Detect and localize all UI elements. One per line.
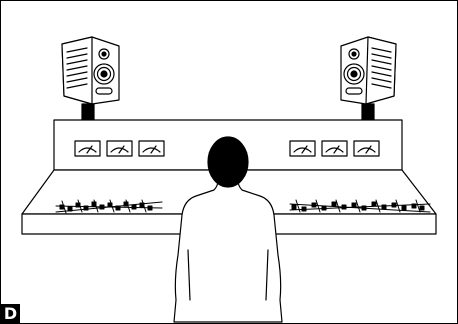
- left-vu-meters: [74, 140, 165, 157]
- right-port: [345, 87, 363, 95]
- right-tweeter: [348, 48, 360, 60]
- left-woofer: [93, 63, 115, 85]
- vu-meter: [138, 140, 165, 157]
- listener-head: [207, 136, 249, 188]
- left-speaker: [61, 36, 120, 121]
- vu-meter: [353, 140, 380, 157]
- right-vu-meters: [289, 140, 380, 157]
- left-tweeter: [98, 48, 110, 60]
- panel-label: D: [1, 304, 20, 323]
- right-speaker-vents: [371, 47, 392, 89]
- right-woofer: [343, 63, 365, 85]
- left-speaker-vents: [66, 47, 88, 89]
- vu-meter: [321, 140, 348, 157]
- listener-body: [173, 179, 283, 323]
- listener: [173, 136, 283, 323]
- right-fader-group: [289, 199, 431, 213]
- vu-meter: [289, 140, 316, 157]
- left-port: [95, 87, 113, 95]
- left-fader-group: [55, 199, 163, 214]
- right-speaker: [340, 36, 397, 121]
- left-speaker-stand: [81, 103, 95, 121]
- vu-meter: [74, 140, 101, 157]
- right-speaker-stand: [361, 103, 375, 121]
- vu-meter: [106, 140, 133, 157]
